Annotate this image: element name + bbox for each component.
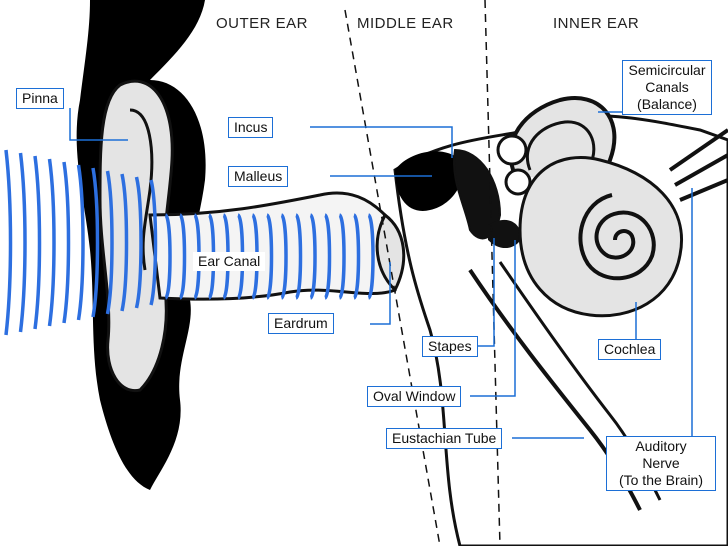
sound-wave-arc (337, 213, 346, 300)
middle-ear-heading: MIDDLE EAR (357, 15, 454, 32)
eardrum-label: Eardrum (268, 313, 334, 334)
semicircular-line-3: (Balance) (637, 96, 697, 112)
sound-wave-arc (105, 170, 114, 315)
ear-canal-label: Ear Canal (193, 252, 266, 271)
cochlea-shape (518, 156, 683, 318)
auditory-nerve-fiber (668, 128, 728, 172)
sound-wave-arc (62, 161, 71, 324)
sound-wave-arc (4, 149, 13, 336)
pinna-shape (98, 79, 174, 393)
leader-pinna (69, 108, 128, 141)
stapes-label: Stapes (422, 336, 478, 357)
sound-wave-arc (18, 152, 27, 333)
cochlea-spiral (578, 193, 656, 281)
sound-wave-arc (163, 213, 172, 300)
pinna-fold (129, 108, 154, 271)
sound-wave-arc (91, 167, 100, 318)
leader-stapes (476, 238, 495, 347)
pinna-label: Pinna (16, 88, 64, 109)
auditory-line-1: Auditory (635, 438, 687, 454)
sound-wave-arc (120, 173, 129, 312)
sound-wave-arc (308, 213, 317, 300)
semicircular-canals-label: Semicircular Canals (Balance) (622, 60, 712, 115)
sound-wave-arc (265, 213, 274, 300)
leader-incus (310, 126, 453, 158)
stapes-shape (488, 219, 522, 249)
sound-wave-arc (134, 176, 143, 309)
sound-wave-arc (366, 213, 375, 300)
sound-wave-arc (149, 179, 158, 306)
semicircular-line-2: Canals (645, 79, 689, 95)
incus-shape (453, 148, 502, 240)
incus-label: Incus (228, 117, 274, 138)
auditory-line-2: Nerve (642, 455, 680, 471)
auditory-nerve-fiber (674, 153, 728, 187)
leader-eardrum (370, 262, 391, 325)
sound-wave-arc (47, 158, 56, 327)
sound-wave-arc (279, 213, 288, 300)
divider-middle-inner (484, 0, 501, 546)
sound-wave-arc (178, 213, 187, 300)
malleus-shape (395, 151, 464, 211)
leader-oval-window (470, 240, 516, 397)
malleus-label: Malleus (228, 166, 289, 187)
sound-wave-arc (76, 164, 85, 321)
sound-wave-arc (294, 213, 303, 300)
auditory-nerve-fiber (679, 178, 728, 202)
inner-ear-heading: INNER EAR (553, 15, 640, 32)
sound-wave-arc (323, 213, 332, 300)
auditory-nerve-label: Auditory Nerve (To the Brain) (606, 436, 716, 491)
oval-window-label: Oval Window (367, 386, 462, 407)
cochlea-label: Cochlea (598, 339, 662, 360)
divider-outer-middle (344, 9, 441, 546)
leader-lines (69, 108, 693, 440)
semicircular-line-1: Semicircular (628, 62, 706, 78)
eustachian-tube-label: Eustachian Tube (386, 428, 503, 449)
outer-ear-heading: OUTER EAR (216, 15, 309, 32)
auditory-line-3: (To the Brain) (618, 472, 704, 488)
sound-wave-arc (33, 155, 42, 330)
sound-wave-arc (352, 213, 361, 300)
